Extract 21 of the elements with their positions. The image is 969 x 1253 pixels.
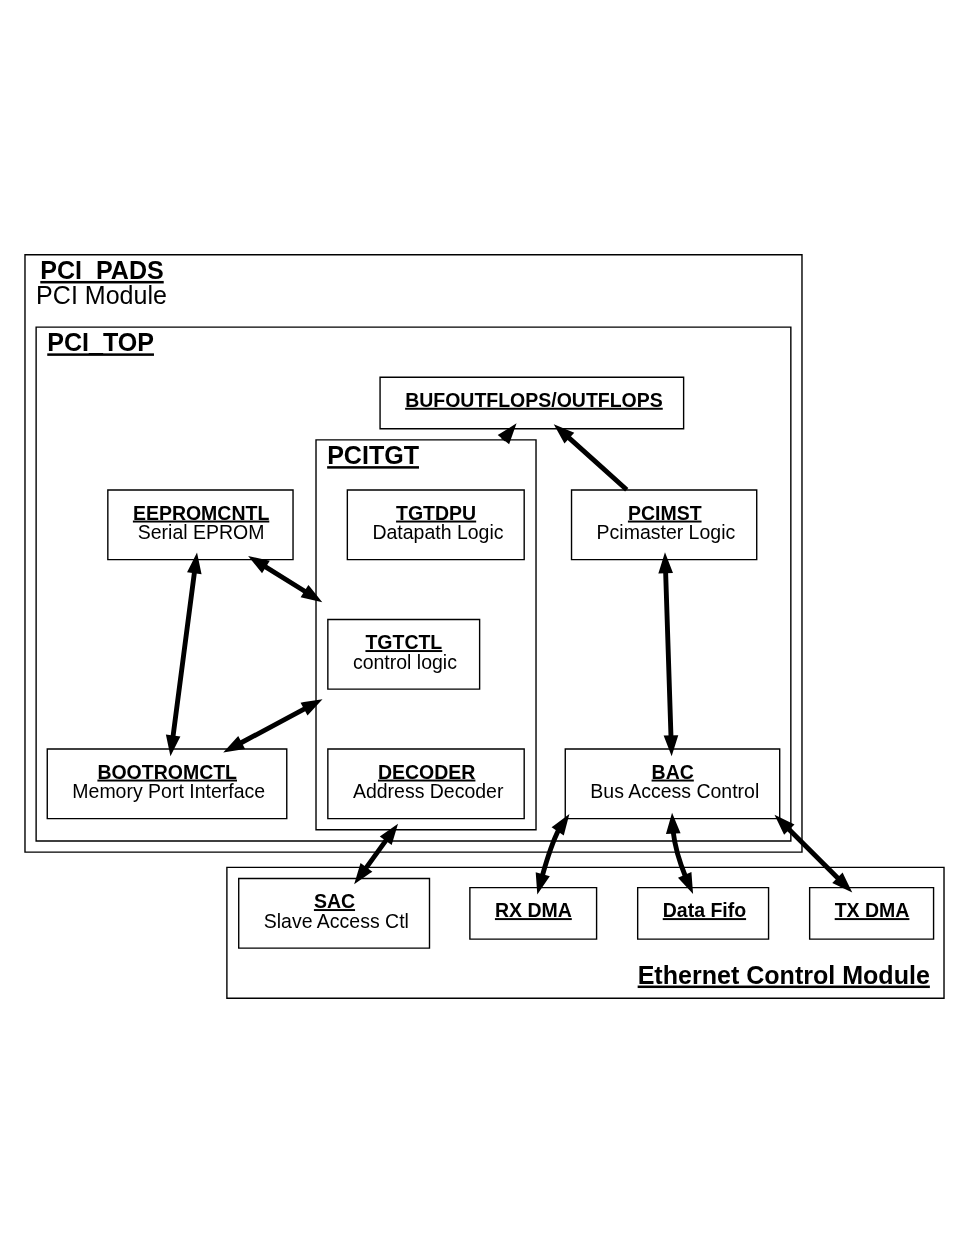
node-box: BAC Bus Access Control [564, 748, 781, 820]
node-box: DECODER Address Decoder [327, 748, 525, 820]
node-box: SAC Slave Access Ctl [238, 877, 431, 949]
node-box: TGTDPU Datapath Logic [346, 489, 525, 561]
arrow [535, 813, 570, 895]
arrow [774, 814, 853, 893]
node-box: RX DMA [469, 886, 598, 940]
node-box: BOOTROMCTL Memory Port Interface [46, 748, 288, 820]
arrow [354, 823, 399, 885]
arrow [553, 424, 629, 492]
node-box: TGTCTL control logic [327, 618, 481, 690]
arrow [658, 552, 679, 757]
arrow [223, 699, 323, 753]
node-box: Data Fifo [636, 886, 770, 940]
arrow [665, 812, 694, 895]
node-box: TX DMA [808, 886, 935, 940]
arrow [248, 555, 323, 603]
node-box: EEPROMCNTL Serial EPROM [107, 489, 294, 561]
node-box: PCIMST Pcimaster Logic [570, 489, 758, 561]
arrow [165, 552, 202, 757]
node-box: BUFOUTFLOPS/OUTFLOPS [379, 376, 685, 430]
